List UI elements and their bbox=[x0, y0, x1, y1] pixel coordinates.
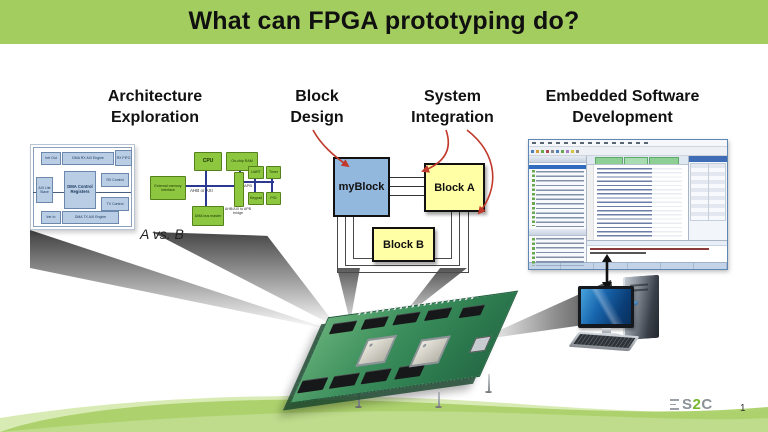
ide-code-editor bbox=[587, 156, 689, 240]
section-header-system-integration: System Integration bbox=[411, 88, 494, 126]
ide-output-console bbox=[587, 240, 727, 262]
ide-pc-link-arrow bbox=[602, 254, 612, 290]
dma-block-axi-lite: AXI Lite Slave bbox=[36, 177, 53, 203]
board-connector bbox=[423, 306, 453, 321]
page-number: 1 bbox=[740, 403, 746, 414]
ide-project-tree-panel bbox=[529, 156, 587, 266]
fpga-board bbox=[288, 290, 519, 410]
wire-loop-outer bbox=[337, 205, 469, 273]
ide-toolbar bbox=[529, 147, 727, 156]
section-header-embedded-software: Embedded Software Development bbox=[545, 88, 700, 126]
dma-block-intr-out: Intr Out bbox=[41, 152, 61, 165]
ide-window bbox=[528, 139, 728, 270]
dma-block-rx-fifo: RX FIFO bbox=[115, 150, 132, 166]
amba-block-bridge bbox=[234, 172, 244, 207]
wire-loop-middle bbox=[345, 205, 460, 266]
amba-block-keypad: Keypad bbox=[248, 192, 264, 205]
pc-keyboard bbox=[568, 331, 640, 352]
dma-block-tx-engine: DMA TX AXI Engine bbox=[62, 211, 119, 224]
title-bar bbox=[0, 0, 768, 44]
fpga-pcb-surface bbox=[289, 290, 519, 404]
amba-block-cpu: CPU bbox=[194, 152, 222, 171]
board-connector bbox=[297, 376, 329, 394]
fpga-chip bbox=[408, 335, 451, 368]
ide-tree-selected-row bbox=[529, 165, 586, 169]
block-b-box: Block B bbox=[372, 227, 435, 262]
s2c-logo-mark-icon bbox=[670, 399, 679, 410]
amba-block-timer: Timer bbox=[266, 166, 281, 179]
slide-title: What can FPGA prototyping do? bbox=[188, 7, 580, 35]
fpga-chip bbox=[355, 334, 398, 367]
dma-block-intr-in: Intr In bbox=[41, 211, 61, 224]
s2c-logo: S2C bbox=[670, 397, 713, 412]
dma-block-diagram: Intr Out DMA RX AXI Engine RX FIFO DMA C… bbox=[30, 144, 135, 230]
dma-diagram-frame bbox=[33, 147, 132, 227]
section-header-block-design: Block Design bbox=[290, 88, 344, 126]
board-connector bbox=[328, 372, 361, 389]
board-connector bbox=[360, 315, 390, 330]
dma-block-control-registers: DMA Control Registers bbox=[64, 171, 96, 209]
ide-editor-tabs bbox=[587, 156, 688, 165]
section-header-architecture-exploration: Architecture Exploration bbox=[107, 88, 203, 126]
ide-properties-panel bbox=[689, 156, 727, 240]
board-connector bbox=[458, 304, 486, 319]
myblock-box: myBlock bbox=[333, 157, 390, 217]
pc-screen bbox=[581, 289, 631, 324]
block-a-box: Block A bbox=[424, 163, 485, 212]
amba-block-ext-mem: External memory interface bbox=[150, 176, 186, 200]
ethernet-port bbox=[469, 335, 492, 353]
amba-block-pio: PIO bbox=[266, 192, 281, 205]
amba-block-uart: UART bbox=[248, 166, 264, 179]
footer-wave-graphic bbox=[0, 395, 768, 432]
ide-status-bar bbox=[529, 262, 728, 269]
pc-monitor bbox=[578, 286, 634, 328]
comparison-label: A vs. B bbox=[140, 226, 184, 242]
dma-block-rx-engine: DMA RX AXI Engine bbox=[62, 152, 114, 165]
board-connector bbox=[328, 320, 358, 335]
board-connector bbox=[392, 311, 421, 326]
amba-bus-label-main: AHB or AXI bbox=[190, 188, 213, 193]
amba-bus-label-apb: APB bbox=[244, 183, 253, 188]
ide-menu-bar bbox=[529, 140, 727, 147]
dma-block-tx-control: TX Control bbox=[101, 197, 129, 211]
amba-system-diagram: CPU On-chip RAM External memory interfac… bbox=[148, 142, 281, 237]
amba-block-dma-master: DMA bus master bbox=[192, 206, 224, 226]
board-connector bbox=[360, 367, 392, 385]
amba-bus-label-bridge: AHB/AXI to APB bridge bbox=[224, 207, 252, 215]
dma-block-rx-control: RX Control bbox=[101, 173, 129, 187]
